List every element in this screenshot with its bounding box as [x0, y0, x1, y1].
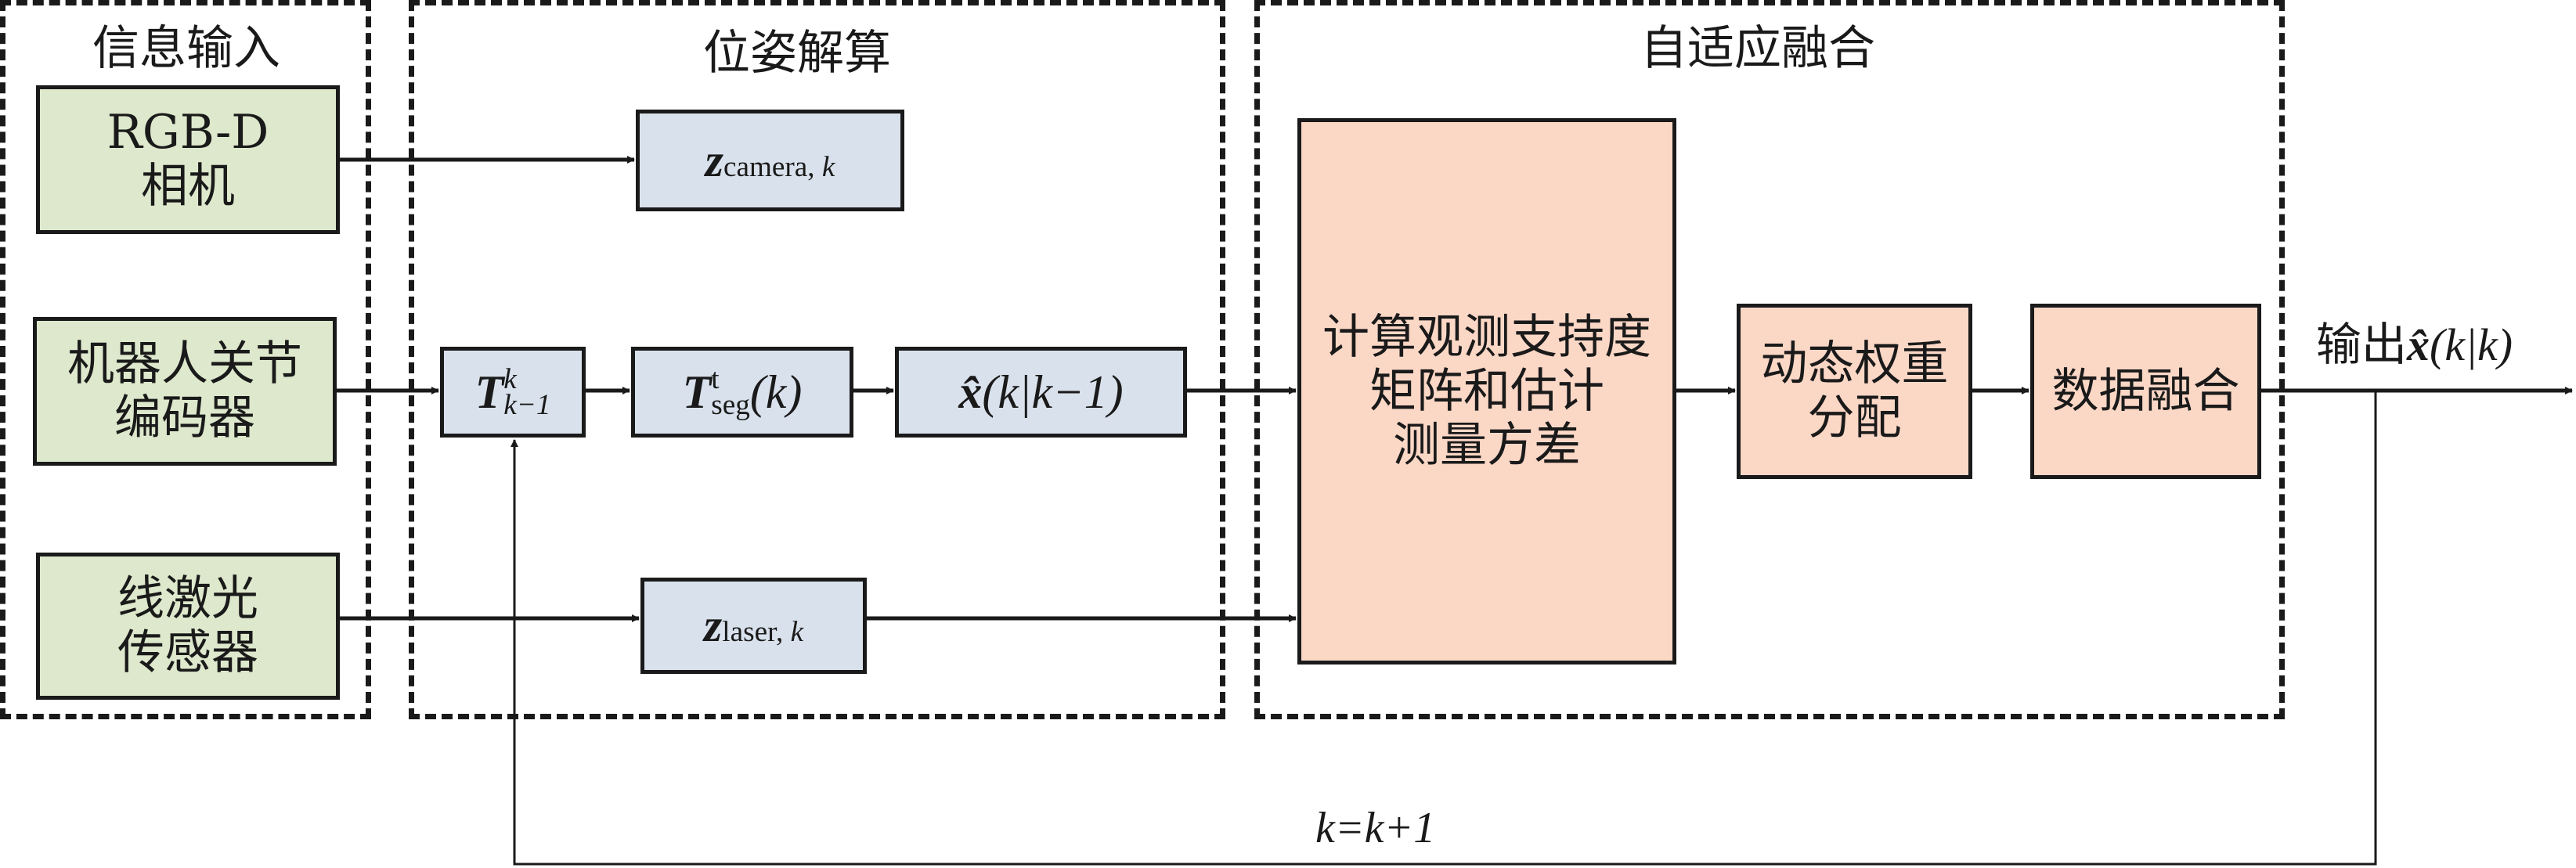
laser-line2: 传感器 — [117, 625, 258, 680]
x-pred-symbol: x̂ — [958, 366, 983, 418]
weight-line1: 动态权重 — [1760, 337, 1949, 391]
x-pred-box: x̂(k|k−1) — [895, 347, 1187, 438]
t-seg-superscript: t — [711, 362, 720, 395]
output-prefix: 输出 — [2316, 319, 2408, 370]
laser-line1: 线激光 — [117, 571, 258, 626]
feedback-label: k=k+1 — [1315, 806, 1435, 850]
z-laser-symbol: z — [703, 600, 723, 651]
data-fusion-box: 数据融合 — [2030, 304, 2261, 479]
z-camera-box: zcamera, k — [636, 110, 904, 211]
group-title-adaptive-fusion: 自适应融合 — [1640, 21, 1875, 76]
t-seg-argument: (k) — [749, 366, 803, 418]
rgbd-line1: RGB-D — [106, 105, 269, 160]
rgbd-line2: 相机 — [141, 159, 235, 214]
z-camera-subscript: camera, — [723, 150, 822, 183]
group-pose-solve — [409, 0, 1225, 719]
z-laser-subscript: laser, — [722, 616, 791, 648]
t-seg-box: T t seg (k) — [631, 347, 853, 438]
support-line2: 矩阵和估计 — [1369, 363, 1604, 419]
z-camera-symbol: z — [705, 134, 723, 186]
feedback-expression: k=k+1 — [1315, 804, 1436, 852]
encoder-line2: 编码器 — [114, 391, 255, 445]
feedback-loop-line — [511, 391, 2377, 866]
encoder-line1: 机器人关节 — [67, 337, 302, 391]
output-label: 输出x̂(k|k) — [2316, 322, 2513, 368]
t-prev-symbol: T — [474, 366, 504, 418]
x-pred-argument: (k|k−1) — [982, 366, 1124, 418]
line-laser-box: 线激光 传感器 — [36, 553, 340, 700]
t-seg-subscript: seg — [711, 389, 750, 421]
output-symbol: x̂ — [2407, 319, 2430, 370]
joint-encoder-box: 机器人关节 编码器 — [33, 317, 337, 466]
group-title-info-input: 信息输入 — [92, 21, 280, 76]
data-fusion-label: 数据融合 — [2051, 363, 2240, 419]
support-line3: 测量方差 — [1393, 417, 1581, 473]
z-camera-subscript-k: k — [821, 150, 835, 183]
t-seg-symbol: T — [682, 366, 712, 418]
z-laser-subscript-k: k — [790, 616, 804, 648]
z-laser-box: zlaser, k — [640, 578, 867, 674]
group-title-pose-solve: 位姿解算 — [703, 26, 891, 81]
support-line1: 计算观测支持度 — [1322, 309, 1651, 365]
group-adaptive-fusion — [1254, 0, 2285, 719]
output-argument: (k|k) — [2430, 319, 2513, 370]
rgbd-camera-box: RGB-D 相机 — [36, 85, 340, 234]
t-prev-subscript: k−1 — [503, 389, 551, 421]
t-prev-box: T k k−1 — [440, 347, 586, 438]
support-matrix-box: 计算观测支持度 矩阵和估计 测量方差 — [1297, 118, 1676, 665]
t-prev-superscript: k — [503, 362, 517, 395]
group-info-input — [0, 0, 371, 719]
dynamic-weight-box: 动态权重 分配 — [1737, 304, 1972, 479]
weight-line2: 分配 — [1807, 391, 1902, 445]
